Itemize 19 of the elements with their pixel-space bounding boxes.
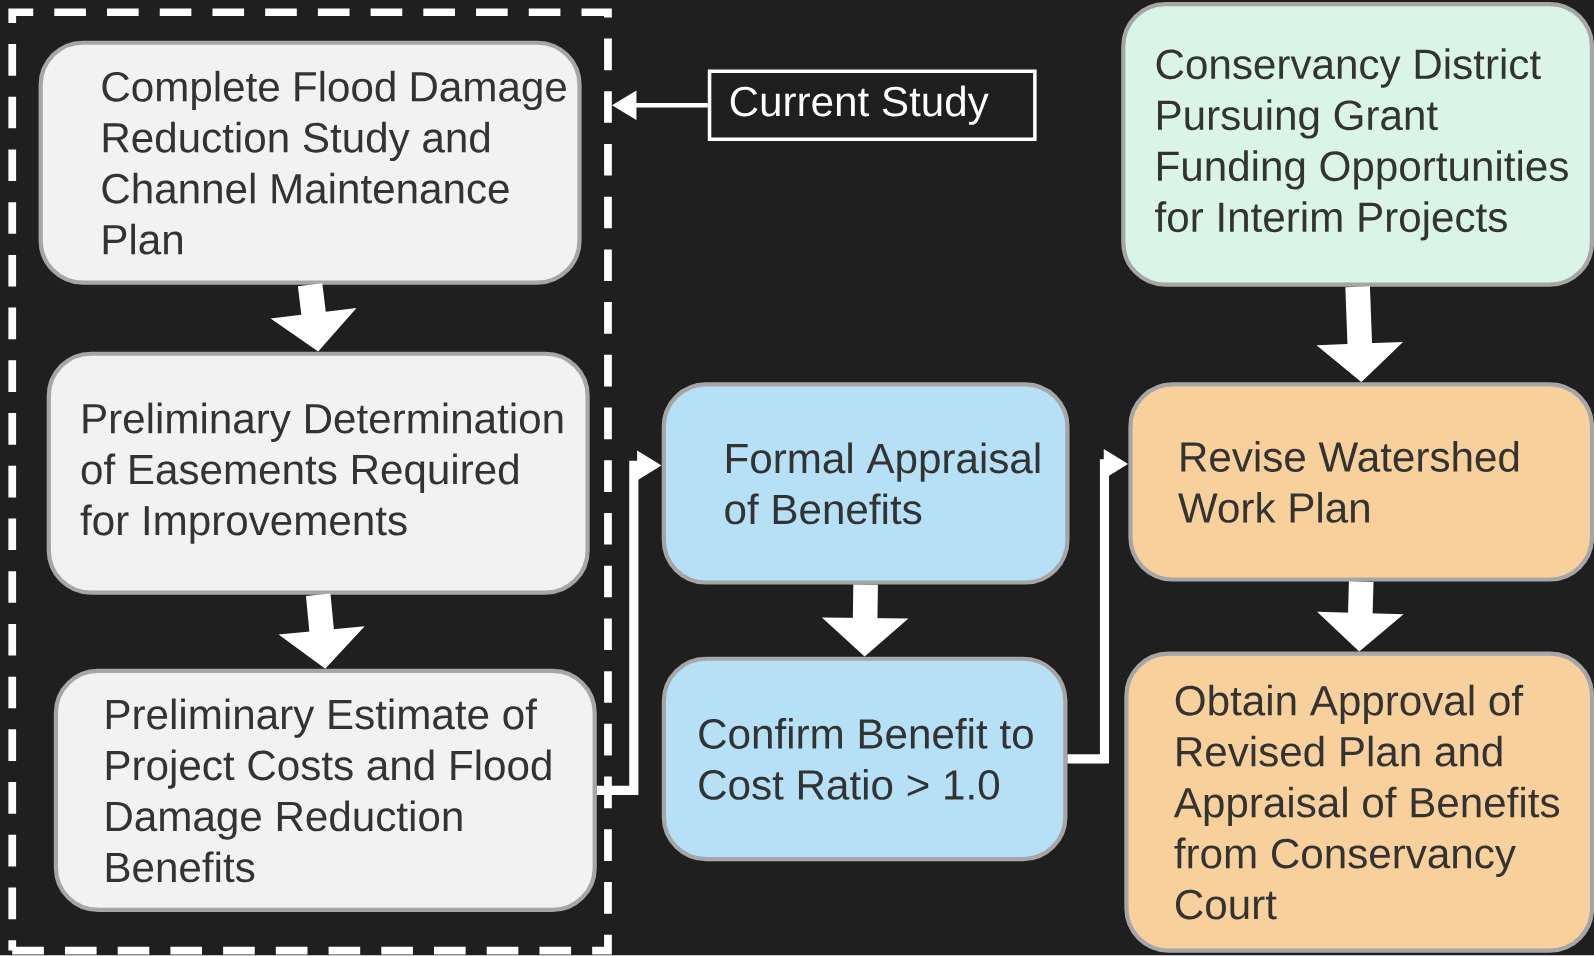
process-box — [38, 40, 582, 285]
node-text: Formal Appraisal of Benefits — [725, 442, 1040, 525]
node-text: Confirm Benefit to Cost Ratio > 1.0 — [699, 718, 1033, 801]
process-box — [53, 669, 597, 913]
dashed-frame — [8, 8, 612, 955]
node-text: Preliminary Estimate of Project Costs and Flood Damage Reduction Benefits — [106, 698, 551, 883]
process-box — [1128, 382, 1594, 582]
process-box — [1124, 651, 1594, 953]
node-text: Current Study — [730, 85, 989, 126]
label-box — [707, 69, 1037, 142]
node-text: Preliminary Determination of Easements Required for Improvements — [80, 402, 563, 545]
node-text: Conservancy District Pursuing Grant Funding Opportunities for Interim Projects — [1155, 48, 1568, 241]
process-box — [46, 351, 590, 595]
node-text: Revise Watershed Work Plan — [1178, 441, 1519, 524]
node-text: Complete Flood Damage Reduction Study and Channel Maintenance Plan — [102, 71, 566, 255]
node-text: Obtain Approval of Revised Plan and Appraisal of Benefits from Conservancy Court — [1173, 684, 1560, 920]
process-box — [661, 382, 1070, 585]
process-box — [661, 656, 1068, 862]
process-box — [1121, 2, 1594, 287]
